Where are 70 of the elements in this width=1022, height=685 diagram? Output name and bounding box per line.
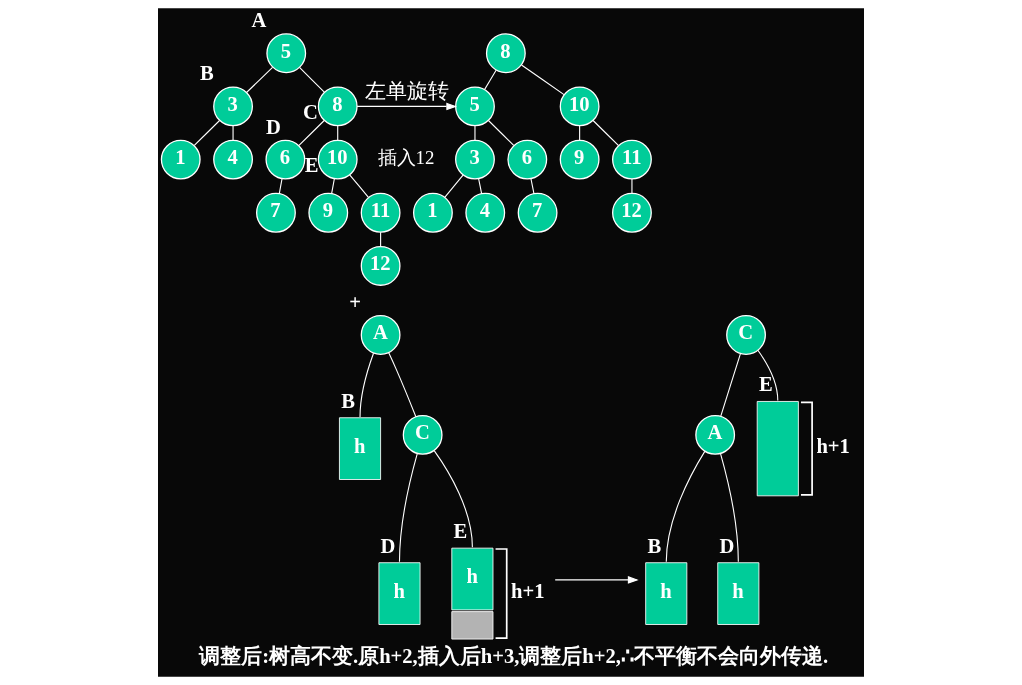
connector bbox=[349, 174, 369, 198]
node-label: D bbox=[266, 115, 281, 138]
node-circle: C bbox=[726, 315, 766, 355]
node-circle: 7 bbox=[256, 192, 296, 233]
node-circle: 6 bbox=[507, 139, 548, 180]
node-label: E bbox=[304, 154, 319, 177]
arrow bbox=[554, 576, 639, 584]
connector bbox=[278, 178, 283, 195]
node-circle: 7 bbox=[517, 192, 558, 233]
connector bbox=[193, 119, 221, 146]
node-circle: 8 bbox=[485, 33, 526, 74]
connector bbox=[478, 178, 483, 195]
connector bbox=[592, 119, 619, 146]
connector bbox=[631, 178, 633, 194]
node-label: B bbox=[200, 62, 214, 85]
connector bbox=[484, 69, 497, 90]
node-label: C bbox=[302, 101, 318, 124]
node-circle: 3 bbox=[213, 86, 253, 127]
connector bbox=[433, 450, 473, 548]
node-label: B bbox=[341, 389, 355, 412]
node-circle: 4 bbox=[465, 192, 506, 233]
caption: 调整后:树高不变.原h+2,插入后h+3,调整后h+2,∴不平衡不会向外传递. bbox=[199, 645, 829, 668]
node-circle: 5 bbox=[455, 86, 495, 127]
connector bbox=[444, 174, 464, 198]
node-label: h+1 bbox=[511, 580, 545, 603]
label: 插入12 bbox=[377, 147, 435, 169]
node-circle: A bbox=[695, 414, 736, 455]
node-label: B bbox=[647, 534, 662, 557]
node-circle: 4 bbox=[213, 139, 253, 180]
connector bbox=[298, 119, 325, 146]
connector bbox=[232, 125, 234, 141]
node-circle: 12 bbox=[612, 192, 652, 233]
connector bbox=[331, 178, 335, 195]
connector bbox=[665, 450, 706, 563]
connector bbox=[720, 353, 741, 417]
node-circle: 5 bbox=[266, 33, 307, 74]
node-label: E bbox=[758, 373, 773, 396]
connector bbox=[398, 452, 418, 563]
node-label: E bbox=[453, 520, 468, 543]
node-label: h+1 bbox=[816, 435, 850, 458]
node-circle: 1 bbox=[413, 192, 453, 233]
node-label: D bbox=[719, 534, 735, 557]
node-circle: 10 bbox=[317, 139, 358, 180]
node-circle: 10 bbox=[559, 86, 600, 127]
node-circle: 9 bbox=[308, 192, 349, 233]
connector bbox=[474, 125, 476, 141]
connector bbox=[245, 66, 274, 94]
connector bbox=[388, 352, 417, 418]
node-label: D bbox=[380, 534, 396, 557]
node-circle: 11 bbox=[612, 139, 652, 180]
node-circle: 9 bbox=[559, 139, 600, 180]
node-circle: 1 bbox=[160, 139, 201, 180]
node-circle: 11 bbox=[360, 192, 401, 233]
edge-label: 左单旋转 bbox=[364, 80, 449, 102]
arrow bbox=[356, 102, 458, 111]
node-circle: 3 bbox=[455, 139, 495, 180]
connector bbox=[298, 66, 325, 93]
connector bbox=[520, 64, 565, 96]
connector bbox=[487, 119, 515, 146]
node-circle: 6 bbox=[265, 139, 306, 180]
node-circle: A bbox=[360, 315, 401, 355]
connector bbox=[757, 349, 779, 402]
node-label: A bbox=[251, 9, 267, 32]
connector bbox=[530, 178, 535, 195]
node-circle: 12 bbox=[360, 246, 401, 286]
connector bbox=[720, 452, 739, 563]
node-label: + bbox=[349, 290, 362, 313]
node-circle: 8 bbox=[317, 86, 358, 127]
node-circle: C bbox=[402, 414, 443, 455]
connector bbox=[359, 352, 375, 418]
